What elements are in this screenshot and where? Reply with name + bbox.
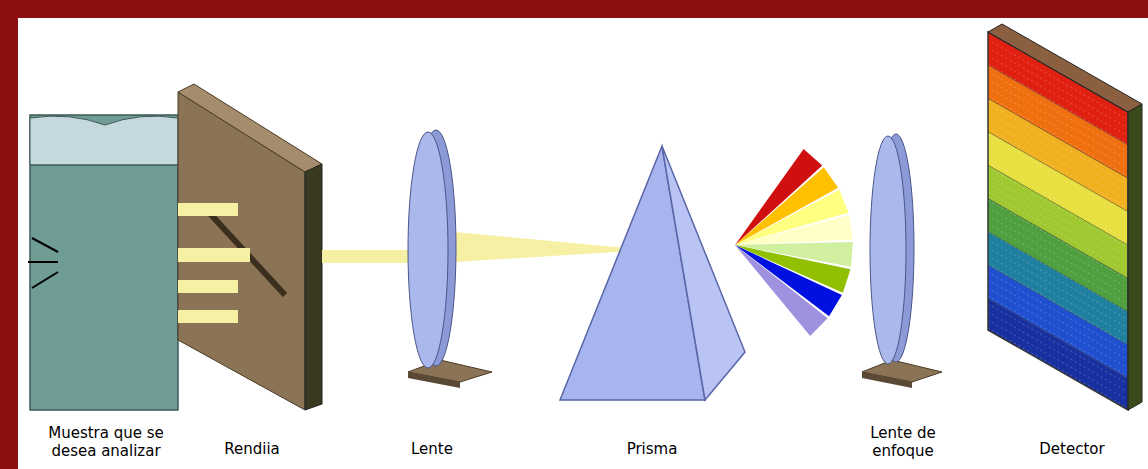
frame-left — [0, 0, 18, 469]
detector-texture — [988, 168, 1128, 248]
detector-band — [980, 294, 1140, 419]
detector-texture — [988, 280, 1128, 360]
illustration-part — [408, 132, 448, 368]
part-label: Lente de enfoque — [857, 424, 949, 460]
detector-texture — [988, 312, 1128, 392]
illustration-part — [178, 203, 238, 216]
detector-texture — [988, 184, 1128, 264]
detector-texture — [988, 152, 1128, 232]
part-label: Detector — [1017, 440, 1127, 458]
slit-panel — [178, 84, 322, 410]
detector-texture — [988, 288, 1128, 368]
detector-texture — [988, 336, 1128, 416]
detector-texture — [988, 328, 1128, 408]
detector-texture — [988, 128, 1128, 208]
illustration-part — [862, 372, 912, 388]
dispersed-spectrum — [735, 149, 853, 336]
detector-texture — [988, 240, 1128, 320]
detector-texture — [988, 160, 1128, 240]
illustration-part — [178, 92, 305, 410]
detector-texture — [988, 272, 1128, 352]
illustration-part — [662, 146, 745, 400]
illustration-part — [178, 248, 250, 262]
detector-texture — [988, 120, 1128, 200]
emission-rays — [28, 238, 58, 288]
detector-texture — [988, 104, 1128, 184]
detector-texture — [988, 96, 1128, 176]
frame-top — [0, 0, 1148, 18]
detector-texture — [988, 248, 1128, 328]
detector-texture — [988, 352, 1128, 432]
detector-texture — [988, 216, 1128, 296]
detector-texture — [988, 136, 1128, 216]
spectrum-wedge — [735, 245, 828, 336]
detector-texture — [988, 40, 1128, 120]
illustration-part — [1128, 104, 1142, 410]
illustration-part — [28, 261, 58, 263]
illustration-part — [980, 27, 1140, 432]
illustration-part — [178, 280, 238, 293]
lens — [408, 130, 492, 388]
part-label: Lente — [387, 440, 477, 458]
illustration-part — [32, 272, 58, 288]
illustration-part — [988, 24, 1142, 112]
detector-texture — [988, 192, 1128, 272]
detector-texture — [988, 200, 1128, 280]
detector-texture — [988, 296, 1128, 376]
illustration-part — [178, 84, 322, 172]
detector-texture — [988, 320, 1128, 400]
illustration-part — [322, 250, 418, 263]
detector-texture — [988, 224, 1128, 304]
detector-texture — [988, 176, 1128, 256]
illustration-part — [32, 238, 58, 252]
detector-texture — [988, 344, 1128, 424]
part-label: Rendiia — [202, 440, 302, 458]
detector-texture — [988, 304, 1128, 384]
illustration-part — [408, 372, 460, 388]
detector-texture — [988, 256, 1128, 336]
detector-texture — [988, 112, 1128, 192]
spectrum-wedge — [735, 215, 853, 245]
detector-texture — [988, 264, 1128, 344]
detector-texture — [988, 64, 1128, 144]
prism — [560, 146, 745, 400]
part-label: Prisma — [602, 440, 702, 458]
detector-texture — [988, 208, 1128, 288]
illustration-part — [870, 136, 906, 364]
part-label: Muestra que se desea analizar — [36, 424, 176, 460]
focus-lens — [862, 134, 942, 388]
illustration-part — [30, 116, 178, 165]
band-divider — [980, 327, 1140, 418]
illustration-part — [30, 165, 178, 166]
detector-texture — [988, 144, 1128, 224]
illustration-part — [305, 164, 322, 410]
detector-texture — [988, 232, 1128, 312]
detector — [980, 24, 1142, 432]
illustration-part — [178, 310, 238, 323]
